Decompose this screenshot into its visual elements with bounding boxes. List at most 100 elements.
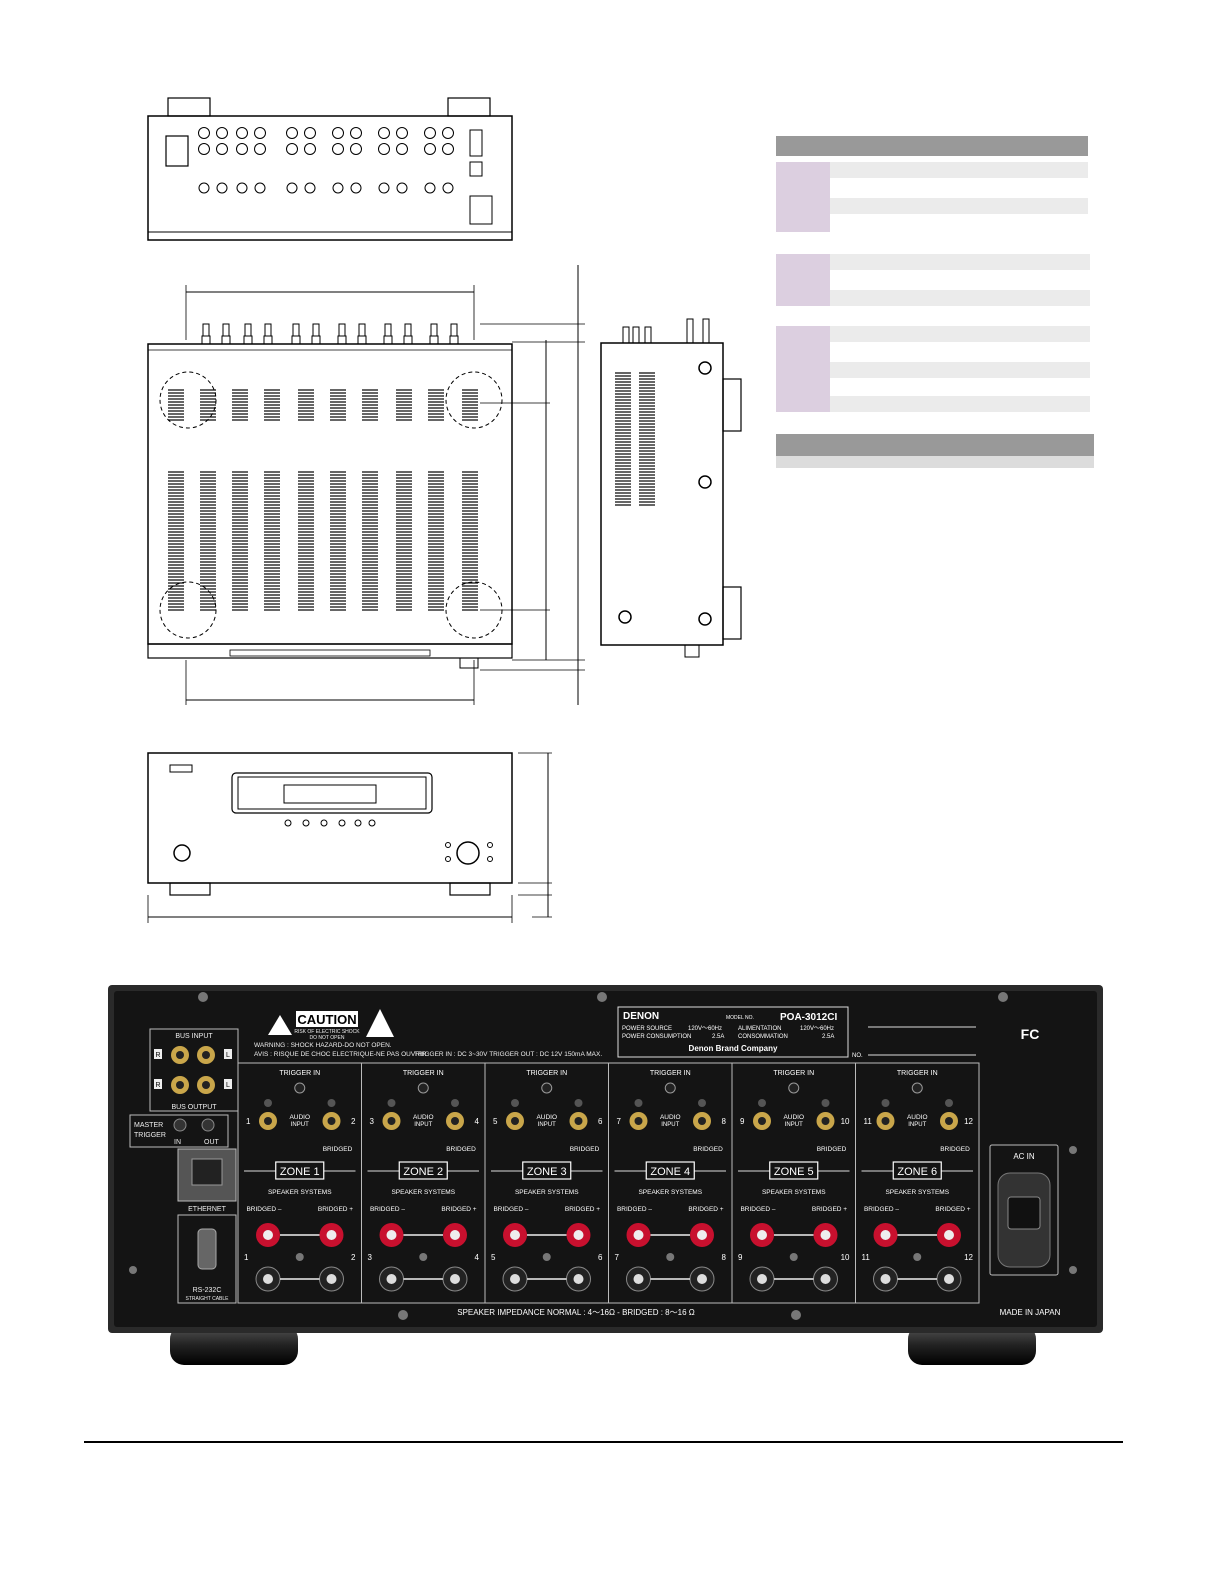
svg-text:BRIDGED +: BRIDGED + — [565, 1206, 600, 1213]
svg-text:3: 3 — [368, 1253, 373, 1262]
channel-number: 2 — [351, 1117, 356, 1126]
spec-row — [830, 162, 1088, 178]
svg-text:12: 12 — [964, 1253, 973, 1262]
trigger-in-jack[interactable] — [294, 1082, 306, 1094]
ac-in-label: AC IN — [1013, 1152, 1035, 1161]
channel-number: 4 — [475, 1117, 480, 1126]
channel-number: 6 — [598, 1117, 603, 1126]
company-label: Denon Brand Company — [689, 1044, 778, 1053]
svg-text:INPUT: INPUT — [538, 1122, 556, 1128]
svg-text:INPUT: INPUT — [908, 1122, 926, 1128]
svg-text:BRIDGED –: BRIDGED – — [493, 1206, 528, 1213]
channel-number: 8 — [722, 1117, 727, 1126]
svg-text:SPEAKER SYSTEMS: SPEAKER SYSTEMS — [515, 1189, 579, 1196]
top-view-jacks — [198, 127, 454, 194]
svg-text:BRIDGED: BRIDGED — [940, 1146, 970, 1153]
straight-cable-label: STRAIGHT CABLE — [186, 1296, 230, 1302]
trigger-in-jack[interactable] — [417, 1082, 429, 1094]
spec-group-2 — [776, 254, 830, 306]
svg-text:POWER CONSUMPTION: POWER CONSUMPTION — [622, 1034, 691, 1040]
spec-row — [830, 198, 1088, 214]
master-trigger-label: MASTER — [134, 1122, 163, 1129]
impedance-label: SPEAKER IMPEDANCE NORMAL : 4～16Ω - BRIDG… — [457, 1308, 695, 1317]
warning-text: WARNING : SHOCK HAZARD-DO NOT OPEN. — [254, 1042, 392, 1049]
svg-text:SPEAKER SYSTEMS: SPEAKER SYSTEMS — [268, 1189, 332, 1196]
svg-text:8: 8 — [722, 1253, 727, 1262]
fcc-logo: FC — [1021, 1026, 1040, 1042]
bus-out-l: L — [226, 1082, 230, 1089]
master-trigger-out-jack[interactable] — [201, 1118, 215, 1132]
trigger-in-jack[interactable] — [788, 1082, 800, 1094]
svg-text:10: 10 — [841, 1253, 850, 1262]
svg-text:BRIDGED: BRIDGED — [693, 1146, 723, 1153]
svg-text:BRIDGED –: BRIDGED – — [740, 1206, 775, 1213]
svg-text:BRIDGED –: BRIDGED – — [617, 1206, 652, 1213]
trigger-in-label: TRIGGER IN — [279, 1070, 320, 1077]
left-foot — [170, 1325, 298, 1365]
bus-jacks[interactable] — [171, 1046, 215, 1094]
svg-text:BRIDGED –: BRIDGED – — [246, 1206, 281, 1213]
svg-text:POWER SOURCE: POWER SOURCE — [622, 1026, 672, 1032]
trigger-in-label: TRIGGER IN — [403, 1070, 444, 1077]
spec-table — [776, 136, 1094, 471]
spec-row — [830, 326, 1090, 342]
trigger-in-label: TRIGGER IN — [650, 1070, 691, 1077]
svg-text:INPUT: INPUT — [414, 1122, 432, 1128]
side-view-drawing — [600, 318, 742, 658]
channel-number: 3 — [370, 1117, 375, 1126]
svg-text:11: 11 — [862, 1253, 871, 1262]
zone-label: ZONE 1 — [280, 1166, 320, 1178]
spec-row — [830, 396, 1090, 412]
rear-panel-svg: BUS INPUT BUS OUTPUT R L R L MASTER TRIG… — [108, 985, 1103, 1365]
svg-text:MODEL NO.: MODEL NO. — [726, 1015, 754, 1021]
right-foot — [908, 1325, 1036, 1365]
zone-label: ZONE 4 — [650, 1166, 690, 1178]
trigger-in-tag: IN — [174, 1139, 181, 1146]
svg-text:INPUT: INPUT — [291, 1122, 309, 1128]
svg-text:AUDIO: AUDIO — [536, 1114, 557, 1121]
svg-text:SPEAKER SYSTEMS: SPEAKER SYSTEMS — [638, 1189, 702, 1196]
svg-text:BRIDGED +: BRIDGED + — [812, 1206, 847, 1213]
svg-text:DO NOT OPEN: DO NOT OPEN — [310, 1035, 345, 1041]
svg-text:AUDIO: AUDIO — [907, 1114, 928, 1121]
bus-out-r: R — [155, 1082, 160, 1089]
zone-label: ZONE 3 — [527, 1166, 567, 1178]
plan-view-drawing — [147, 265, 585, 705]
svg-text:AUDIO: AUDIO — [783, 1114, 804, 1121]
channel-number: 9 — [740, 1117, 745, 1126]
spec-row — [830, 362, 1090, 378]
svg-text:ALIMENTATION: ALIMENTATION — [738, 1026, 781, 1032]
front-view-drawing — [147, 752, 552, 923]
spec-row — [830, 254, 1090, 270]
spec-row — [776, 456, 1094, 468]
shock-warning-icon — [268, 1015, 292, 1035]
ethernet-label: ETHERNET — [188, 1206, 226, 1213]
svg-text:INPUT: INPUT — [661, 1122, 679, 1128]
ethernet-port[interactable] — [191, 1158, 223, 1186]
svg-text:BRIDGED: BRIDGED — [817, 1146, 847, 1153]
svg-text:AUDIO: AUDIO — [660, 1114, 681, 1121]
svg-text:BRIDGED +: BRIDGED + — [688, 1206, 723, 1213]
trigger-spec-text: TRIGGER IN : DC 3~30V TRIGGER OUT : DC 1… — [414, 1051, 602, 1058]
svg-text:4: 4 — [475, 1253, 480, 1262]
svg-text:120V～60Hz: 120V～60Hz — [688, 1026, 722, 1032]
svg-text:5: 5 — [491, 1253, 496, 1262]
model-label: POA-3012CI — [780, 1012, 837, 1023]
exclamation-warning-icon — [366, 1009, 394, 1037]
trigger-in-jack[interactable] — [541, 1082, 553, 1094]
zone-label: ZONE 2 — [403, 1166, 443, 1178]
master-trigger-in-jack[interactable] — [173, 1118, 187, 1132]
svg-text:BRIDGED –: BRIDGED – — [864, 1206, 899, 1213]
trigger-in-jack[interactable] — [911, 1082, 923, 1094]
svg-text:BRIDGED +: BRIDGED + — [318, 1206, 353, 1213]
svg-text:2.5A: 2.5A — [712, 1034, 724, 1040]
trigger-in-jack[interactable] — [664, 1082, 676, 1094]
bus-in-l: L — [226, 1052, 230, 1059]
svg-text:AUDIO: AUDIO — [289, 1114, 310, 1121]
ac-inlet[interactable] — [1007, 1196, 1041, 1230]
rs232c-port[interactable] — [197, 1228, 217, 1270]
spec-table-header — [776, 136, 1088, 156]
svg-text:RISK OF ELECTRIC SHOCK: RISK OF ELECTRIC SHOCK — [294, 1029, 360, 1035]
caution-label: CAUTION — [297, 1012, 356, 1027]
serial-no-label: NO. — [852, 1053, 863, 1059]
